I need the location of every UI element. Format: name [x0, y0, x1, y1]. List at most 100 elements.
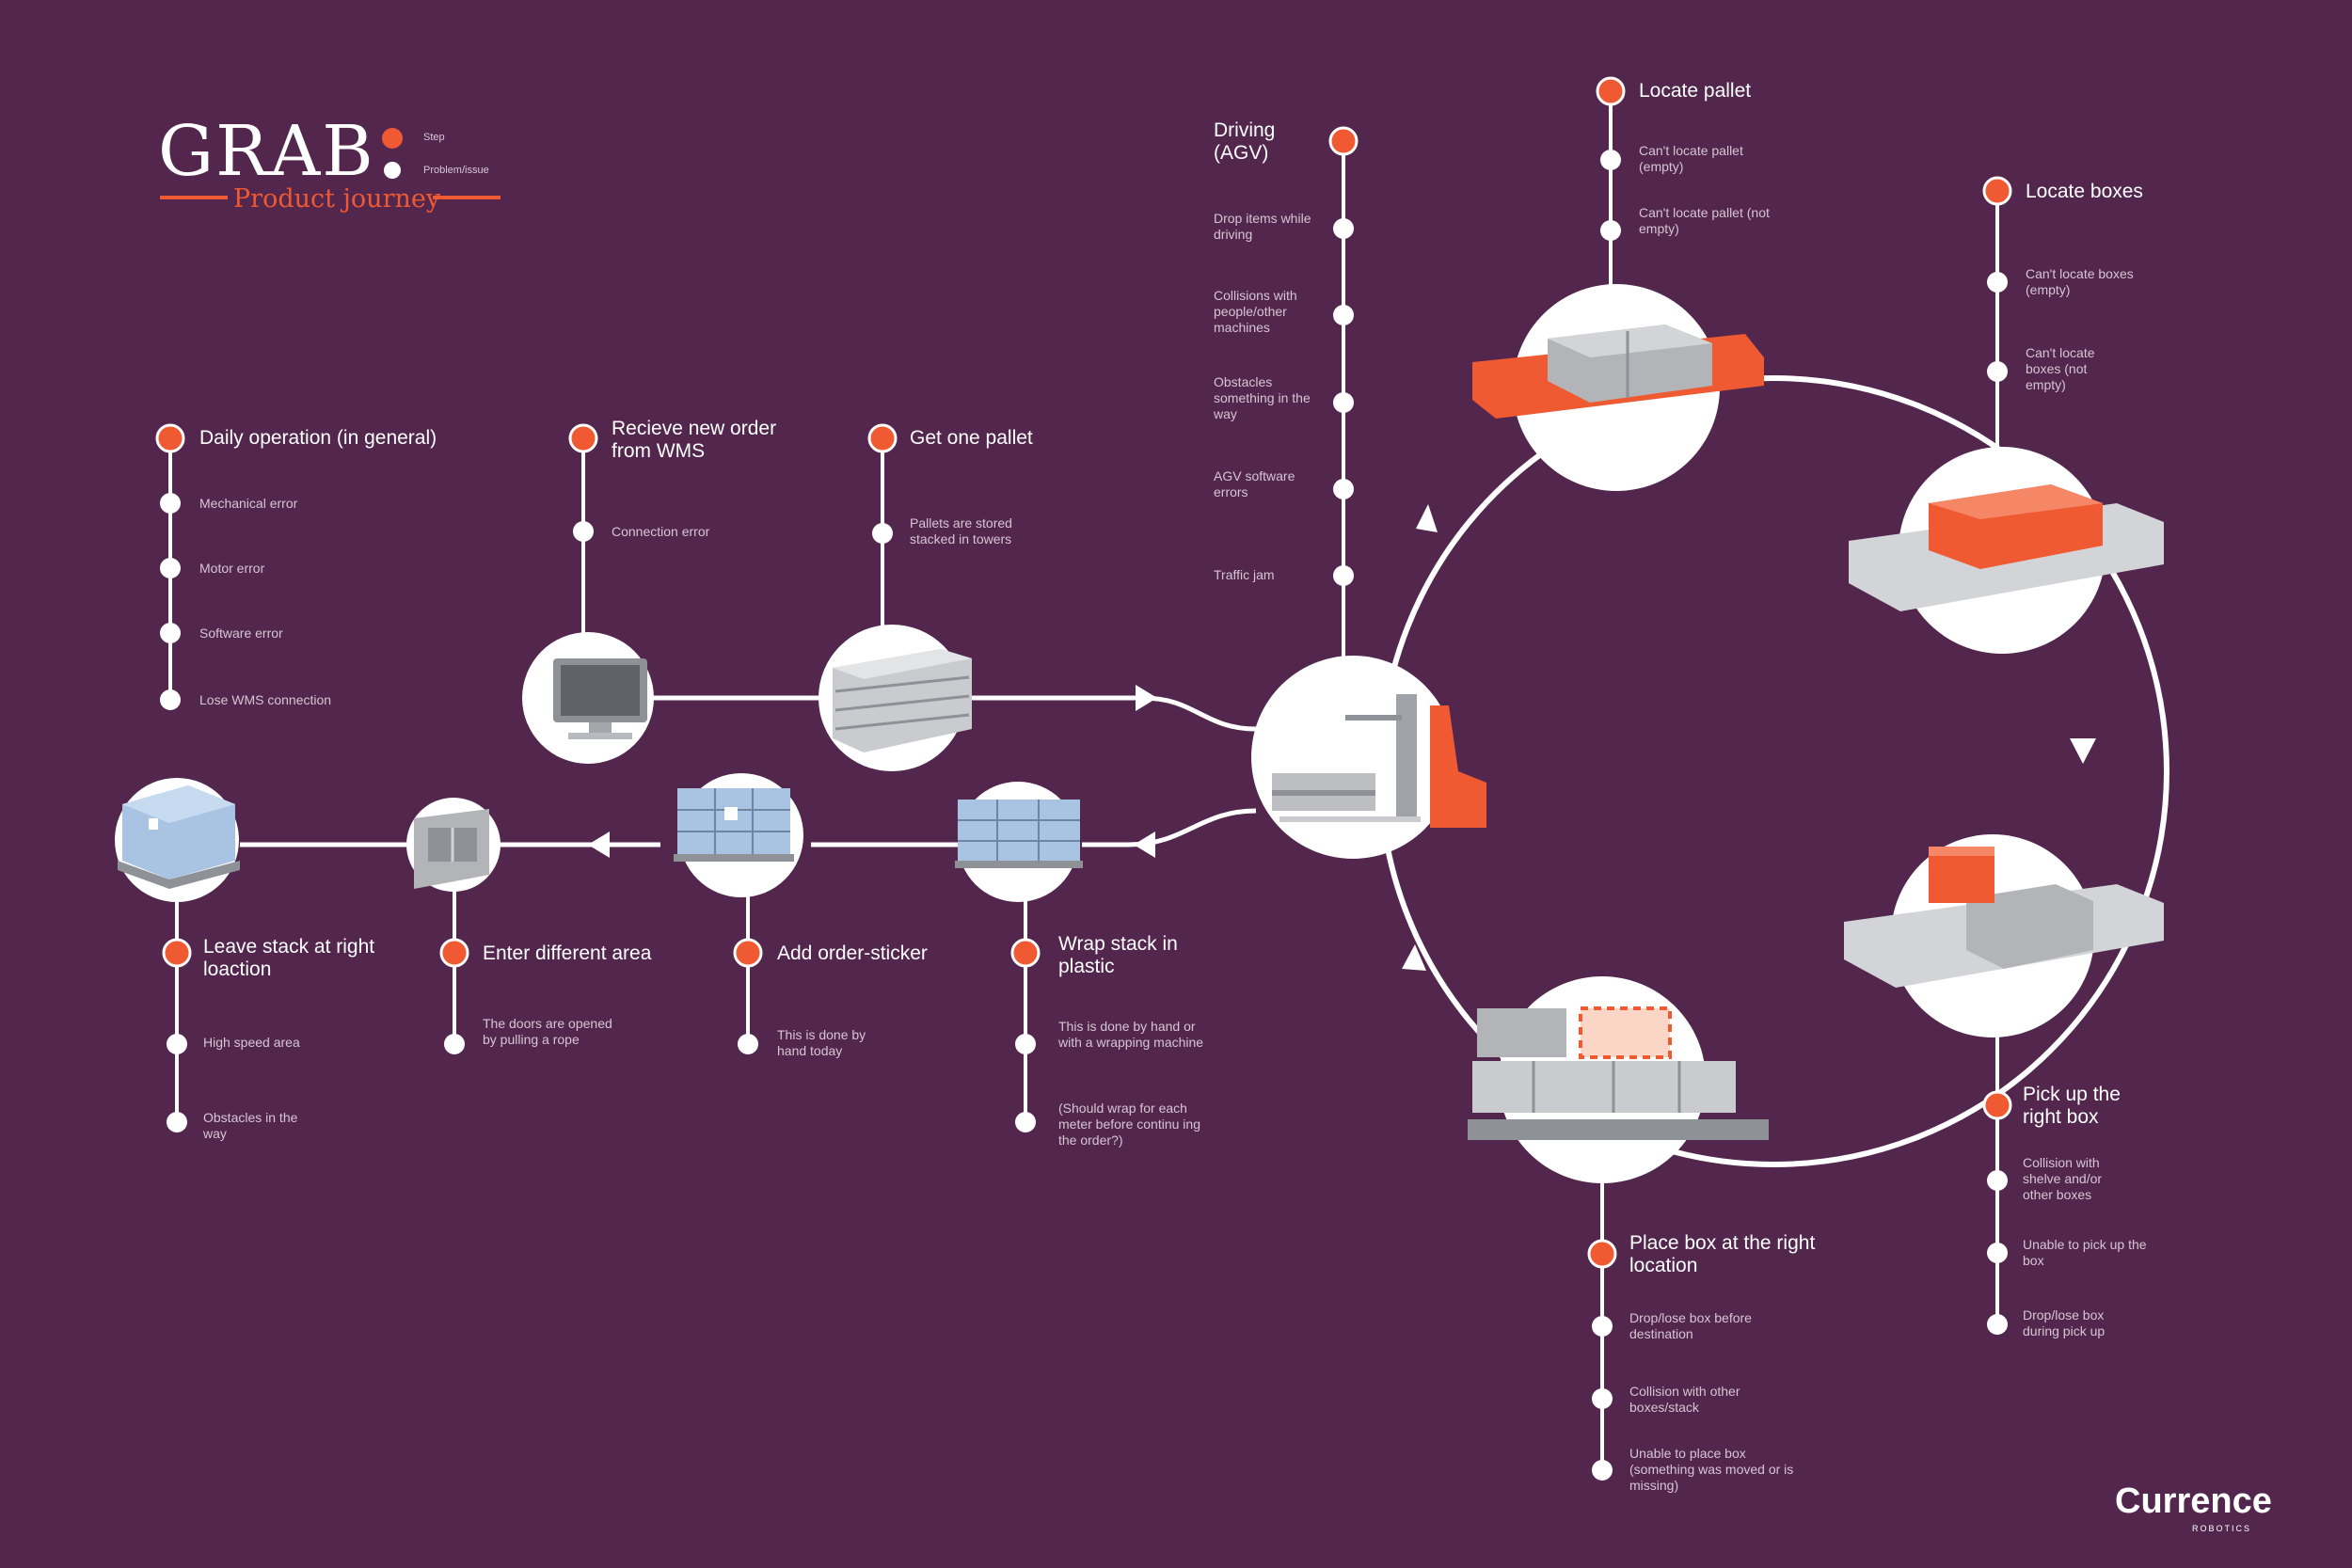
issue-text: Collision with other boxes/stack — [1629, 1384, 1740, 1415]
poster-title: GRAB — [158, 111, 375, 192]
issue-text: Obstacles in the way — [203, 1110, 298, 1141]
issue-node — [872, 523, 893, 544]
step-node — [1982, 1090, 2012, 1120]
issue-text: Connection error — [612, 524, 710, 539]
issue-node — [1333, 392, 1354, 413]
issue-text: Drop items while driving — [1214, 211, 1311, 242]
illustration-place-box — [1468, 976, 1769, 1183]
issue-node — [1600, 150, 1621, 170]
step-node — [162, 938, 192, 968]
issue-node — [1592, 1460, 1613, 1481]
step-node — [1587, 1239, 1617, 1269]
legend-step-dot — [382, 128, 403, 149]
arrow-left-icon — [588, 832, 610, 858]
issue-node — [1987, 272, 2008, 293]
step-title: Daily operation (in general) — [199, 427, 437, 449]
legend-issue-label: Problem/issue — [423, 165, 489, 176]
issue-node — [160, 689, 181, 710]
issue-node — [1333, 565, 1354, 586]
issue-text: Can't locate pallet (empty) — [1639, 143, 1743, 174]
illustration-agv — [1251, 656, 1486, 859]
issue-node — [160, 493, 181, 514]
issue-node — [167, 1112, 187, 1132]
issue-text: The doors are opened by pulling a rope — [483, 1016, 612, 1047]
issue-node — [160, 623, 181, 643]
arrow-up-icon — [1402, 944, 1426, 971]
illustration-locate-pallet — [1472, 284, 1764, 491]
issue-text: High speed area — [203, 1035, 300, 1050]
step-title: Locate boxes — [2026, 181, 2143, 202]
issue-node — [444, 1034, 465, 1054]
issue-node — [160, 558, 181, 578]
connector-agv-to-wrap — [1082, 808, 1257, 847]
issue-node — [1987, 1314, 2008, 1335]
issue-text: This is done by hand today — [777, 1027, 866, 1058]
legend-step-label: Step — [423, 132, 445, 143]
issue-text: Drop/lose box before destination — [1629, 1310, 1752, 1341]
step-nodes — [155, 76, 2012, 1269]
issue-text: Pallets are stored stacked in towers — [910, 515, 1012, 546]
issue-text: Can't locate boxes (empty) — [2026, 266, 2134, 297]
legend-issue-dot — [384, 162, 401, 179]
illustration-order-sticker — [674, 773, 803, 897]
issue-text: This is done by hand or with a wrapping … — [1058, 1019, 1204, 1050]
step-title: Driving (AGV) — [1214, 119, 1276, 164]
brand-logo: Currence — [2115, 1481, 2272, 1521]
issue-text: Traffic jam — [1214, 567, 1275, 582]
issue-node — [1592, 1388, 1613, 1409]
arrow-right-icon — [1136, 685, 1157, 711]
step-title: Add order-sticker — [777, 942, 928, 964]
subtitle-rule — [160, 196, 501, 199]
step-title: Place box at the right location — [1629, 1232, 1816, 1276]
issue-node — [1015, 1034, 1036, 1054]
issue-text: Obstacles something in the way — [1214, 374, 1311, 421]
issue-node — [167, 1034, 187, 1054]
step-title: Recieve new order from WMS — [612, 418, 777, 462]
issue-text: Collisions with people/other machines — [1214, 288, 1297, 335]
step-node — [867, 423, 898, 453]
issue-node — [1600, 220, 1621, 241]
arrow-left-icon — [1134, 832, 1155, 858]
issue-nodes — [160, 150, 2008, 1481]
issue-text: Unable to pick up the box — [2023, 1237, 2147, 1268]
illustration-pick-box — [1844, 834, 2164, 1037]
issue-node — [1987, 1243, 2008, 1263]
issue-text: Software error — [199, 626, 283, 641]
issue-node — [1333, 218, 1354, 239]
step-title: Pick up the right box — [2023, 1084, 2121, 1128]
illustration-pallet-tower — [818, 625, 972, 771]
step-node — [1010, 938, 1041, 968]
step-node — [568, 423, 598, 453]
flow-arrows — [588, 685, 1157, 858]
issue-node — [1333, 305, 1354, 325]
issue-node — [738, 1034, 758, 1054]
issue-node — [1333, 479, 1354, 499]
step-node — [1328, 126, 1359, 156]
step-title: Leave stack at right loaction — [203, 936, 375, 980]
issue-text: (Should wrap for each meter before conti… — [1058, 1101, 1200, 1148]
issue-text: Collision with shelve and/or other boxes — [2023, 1155, 2103, 1202]
issue-text: AGV software errors — [1214, 468, 1295, 499]
issue-text: Can't locate pallet (not empty) — [1639, 205, 1770, 236]
issue-text: Can't locate boxes (not empty) — [2026, 345, 2095, 392]
arrow-down-icon — [2070, 738, 2096, 764]
issue-node — [1987, 361, 2008, 382]
issue-node — [1015, 1112, 1036, 1132]
step-node — [155, 423, 185, 453]
step-node — [1596, 76, 1626, 106]
illustration-monitor — [522, 632, 654, 764]
step-title: Locate pallet — [1639, 80, 1752, 102]
brand-tagline: ROBOTICS — [2192, 1524, 2252, 1533]
issue-node — [1987, 1170, 2008, 1191]
arrow-up-icon — [1416, 504, 1438, 532]
illustration-wrapped-stack — [115, 778, 240, 902]
issue-node — [1592, 1316, 1613, 1337]
issue-text: Drop/lose box during pick up — [2023, 1307, 2106, 1338]
issue-text: Mechanical error — [199, 496, 298, 511]
issue-text: Unable to place box (something was moved… — [1629, 1446, 1794, 1493]
issue-text: Motor error — [199, 561, 265, 576]
poster-subtitle: Product journey — [233, 184, 441, 214]
step-title: Get one pallet — [910, 427, 1033, 449]
